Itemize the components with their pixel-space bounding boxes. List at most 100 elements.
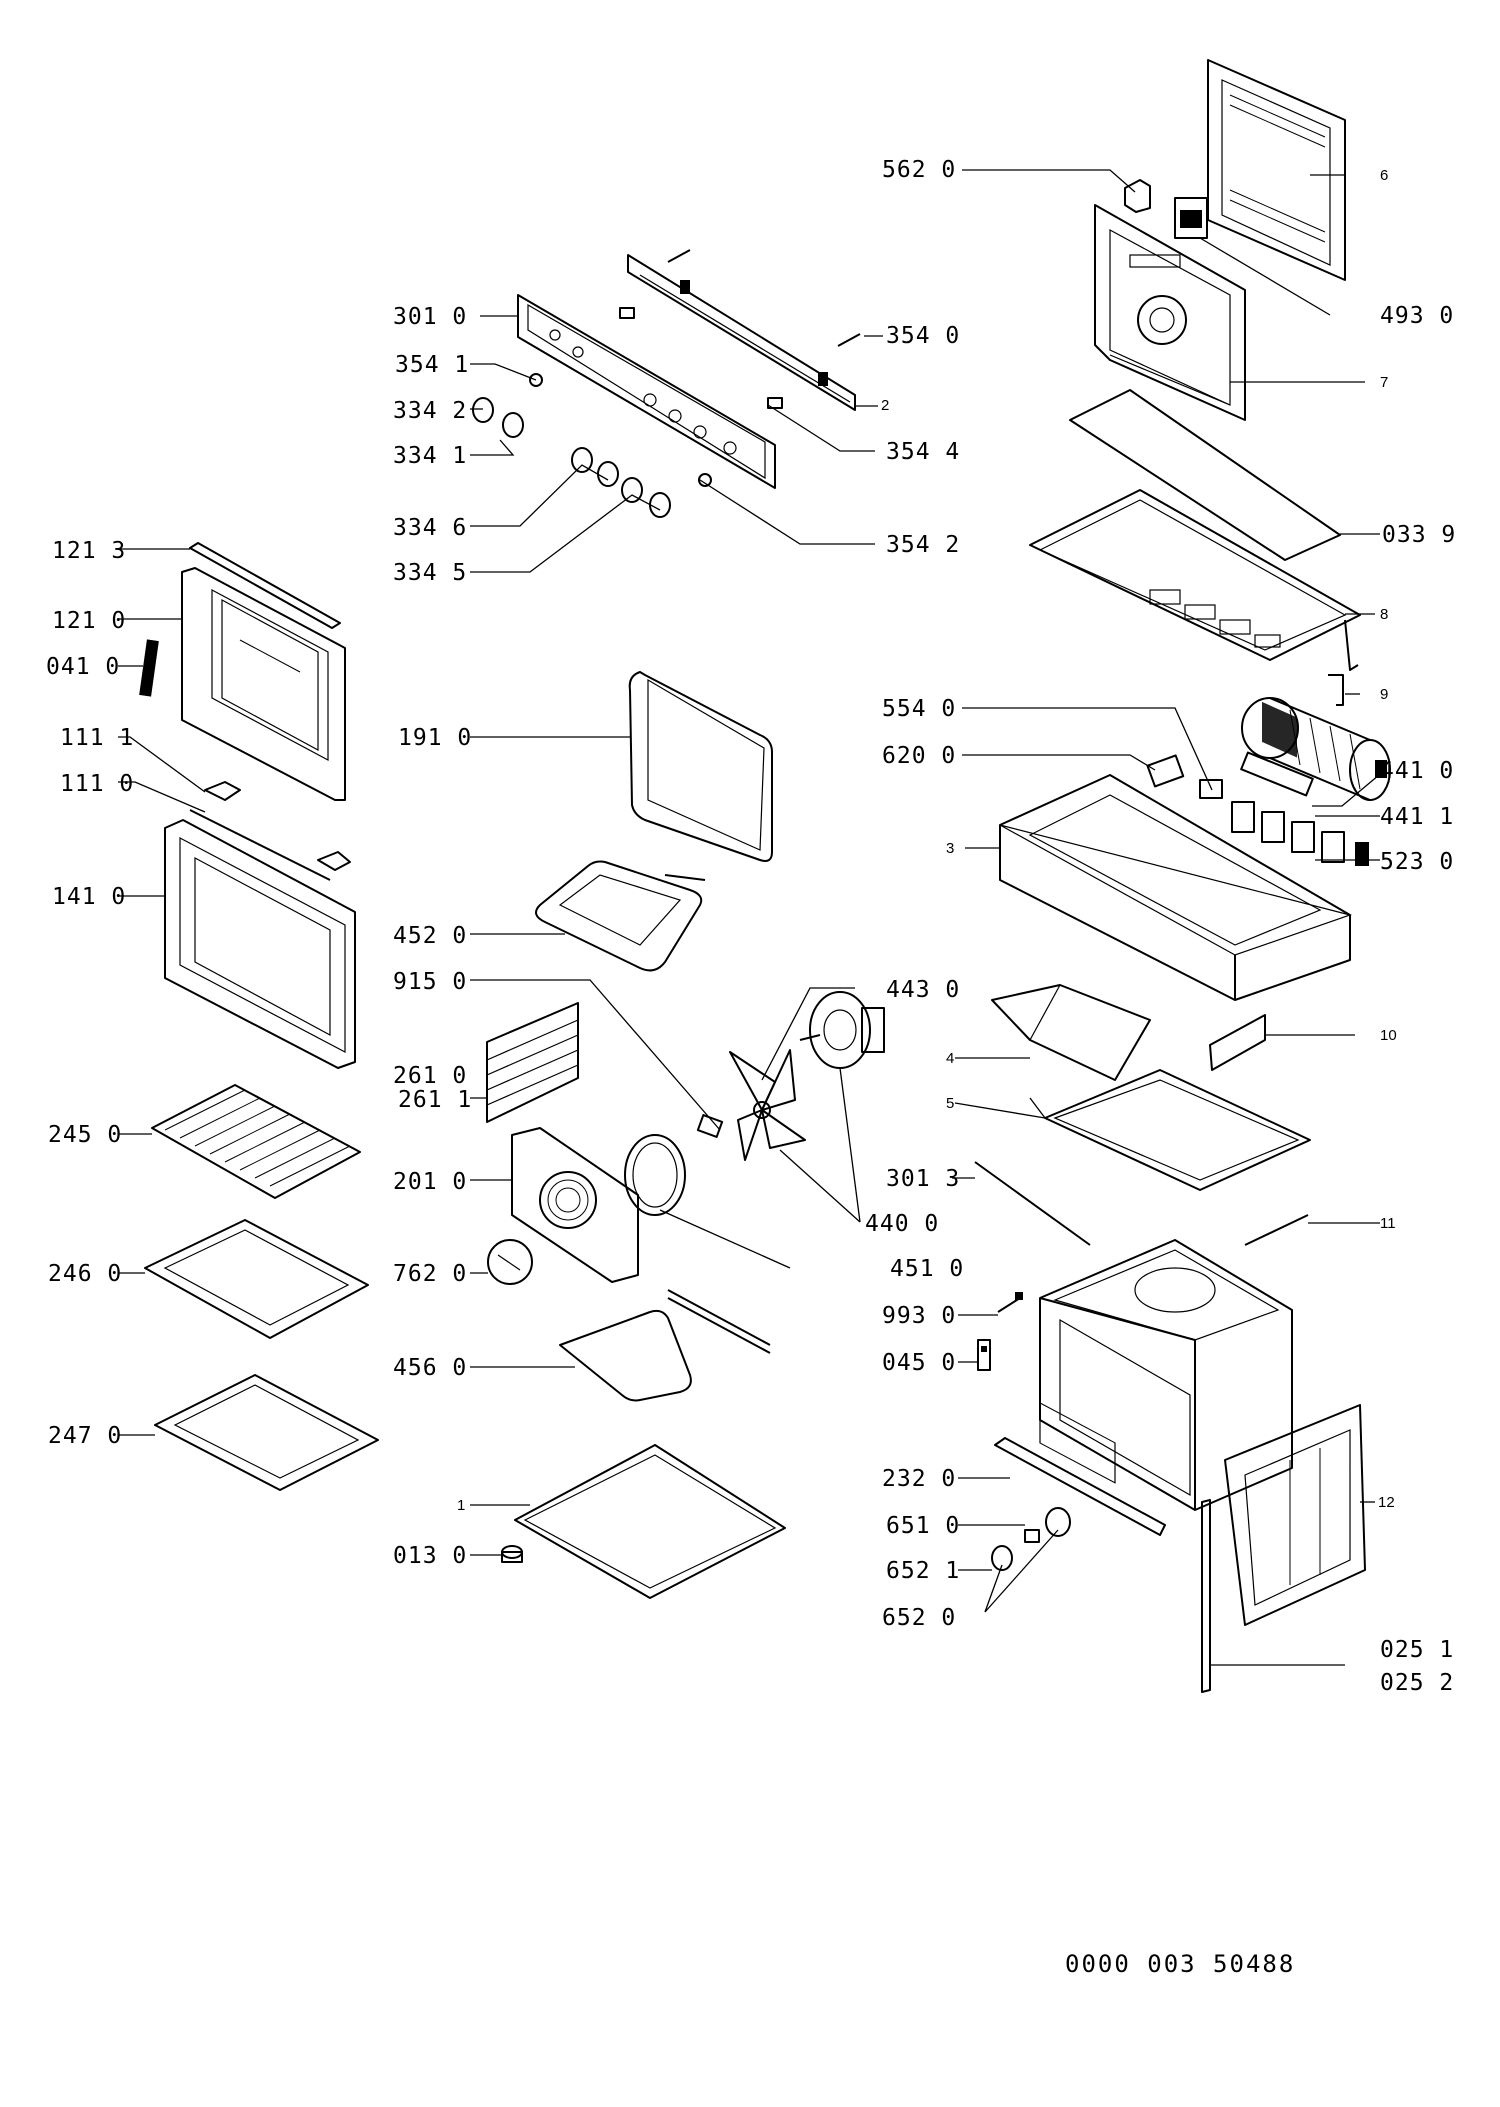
callout-labels: 562 0 493 0 301 0 354 0 354 1 334 2 334 …	[46, 157, 1456, 1696]
bottom-element-drawing	[559, 1289, 771, 1402]
cover-plate-drawing	[487, 1239, 533, 1285]
screw-993-drawing	[997, 1292, 1023, 1313]
callout-045-0: 045 0	[882, 1350, 956, 1376]
side-runners-drawing	[486, 1002, 579, 1123]
rail-301-3-drawing	[974, 1161, 1091, 1246]
callout-441-0: 441 0	[1380, 758, 1454, 784]
gasket-drawing	[628, 671, 773, 862]
callout-334-5: 334 5	[393, 560, 467, 586]
item-number-12: 12	[1378, 1494, 1395, 1511]
callout-191-0: 191 0	[398, 725, 472, 751]
callout-762-0: 762 0	[393, 1261, 467, 1287]
callout-141-0: 141 0	[52, 884, 126, 910]
callout-301-0: 301 0	[393, 304, 467, 330]
callout-651-0: 651 0	[886, 1513, 960, 1539]
callout-121-0: 121 0	[52, 608, 126, 634]
back-wall-drawing	[1094, 204, 1246, 421]
callout-993-0: 993 0	[882, 1303, 956, 1329]
shelf-5-drawing	[1044, 1069, 1311, 1191]
callout-301-3: 301 3	[886, 1166, 960, 1192]
callout-443-0: 443 0	[886, 977, 960, 1003]
side-panel-drawing	[1224, 1404, 1366, 1626]
callout-025-1: 025 1	[1380, 1637, 1454, 1663]
callout-025-2: 025 2	[1380, 1670, 1454, 1696]
callout-452-0: 452 0	[393, 923, 467, 949]
item-number-11: 11	[1380, 1215, 1396, 1232]
tangential-fan-drawing	[1241, 697, 1391, 801]
transformer-493-drawing	[1174, 197, 1208, 239]
callout-245-0: 245 0	[48, 1122, 122, 1148]
callout-013-0: 013 0	[393, 1543, 467, 1569]
callout-121-3: 121 3	[52, 538, 126, 564]
callout-334-1: 334 1	[393, 443, 467, 469]
callout-334-2: 334 2	[393, 398, 467, 424]
callout-334-6: 334 6	[393, 515, 467, 541]
callout-354-4: 354 4	[886, 439, 960, 465]
control-bracket-drawing	[627, 254, 856, 411]
callout-523-0: 523 0	[1380, 849, 1454, 875]
parts-drawings	[139, 59, 1391, 1693]
callout-620-0: 620 0	[882, 743, 956, 769]
control-housing-drawing	[999, 774, 1353, 1484]
item-number-3: 3	[946, 840, 954, 857]
callout-247-0: 247 0	[48, 1423, 122, 1449]
base-plate-drawing	[514, 1444, 786, 1599]
rod-11-drawing	[1244, 1214, 1309, 1246]
baking-tray-drawing	[154, 1374, 379, 1491]
fan-motor-drawing	[799, 991, 885, 1069]
callout-201-0: 201 0	[393, 1169, 467, 1195]
fan-cover-drawing	[511, 1127, 639, 1283]
lamp-parts-drawing	[991, 1507, 1071, 1571]
inner-door-drawing	[181, 567, 346, 801]
callout-111-1: 111 1	[60, 725, 134, 751]
callout-562-0: 562 0	[882, 157, 956, 183]
callout-354-0: 354 0	[886, 323, 960, 349]
callout-246-0: 246 0	[48, 1261, 122, 1287]
latch-drawing	[977, 1339, 991, 1371]
switches-drawing	[1146, 751, 1369, 866]
bracket-9-drawing	[1328, 674, 1344, 706]
foot-drawing	[501, 1545, 523, 1563]
circular-element-drawing	[624, 1134, 686, 1216]
grill-element-drawing	[535, 860, 706, 972]
item-number-8: 8	[1380, 606, 1388, 623]
item-number-10: 10	[1380, 1027, 1397, 1044]
callout-441-1: 441 1	[1380, 804, 1454, 830]
item-number-7: 7	[1380, 374, 1388, 391]
item-number-1: 1	[457, 1497, 465, 1514]
top-plate-drawing	[1029, 489, 1361, 671]
callout-111-0: 111 0	[60, 771, 134, 797]
outer-door-drawing	[164, 819, 356, 1069]
callout-652-0: 652 0	[882, 1605, 956, 1631]
callout-554-0: 554 0	[882, 696, 956, 722]
leader-lines	[115, 169, 1386, 1666]
callout-261-1: 261 1	[398, 1087, 472, 1113]
hinge-bracket-drawing	[189, 781, 351, 881]
door-trim-drawing	[189, 542, 341, 629]
wire-shelf-drawing	[151, 1084, 361, 1199]
callout-456-0: 456 0	[393, 1355, 467, 1381]
item-number-9: 9	[1380, 686, 1388, 703]
bracket-562-drawing	[1124, 179, 1151, 213]
callout-033-9: 033 9	[1382, 522, 1456, 548]
insulation-sheet-drawing	[1069, 389, 1341, 561]
item-number-5: 5	[946, 1095, 954, 1112]
fan-blade-drawing	[696, 1049, 806, 1161]
callout-440-0: 440 0	[865, 1211, 939, 1237]
callout-652-1: 652 1	[886, 1558, 960, 1584]
screws-354-drawing	[529, 249, 861, 487]
callout-915-0: 915 0	[393, 969, 467, 995]
callout-261-0: 261 0	[393, 1063, 467, 1089]
bar-10-drawing	[1209, 1014, 1266, 1071]
rear-panel-drawing	[1207, 59, 1346, 758]
callout-451-0: 451 0	[890, 1256, 964, 1282]
item-number-4: 4	[946, 1050, 954, 1067]
callout-232-0: 232 0	[882, 1466, 956, 1492]
front-strip-drawing	[994, 1437, 1166, 1536]
shield-4-drawing	[991, 984, 1151, 1081]
hinge-strip-drawing	[1201, 1499, 1211, 1693]
callout-041-0: 041 0	[46, 654, 120, 680]
drip-tray-drawing	[144, 1219, 369, 1339]
item-number-2: 2	[881, 397, 889, 414]
